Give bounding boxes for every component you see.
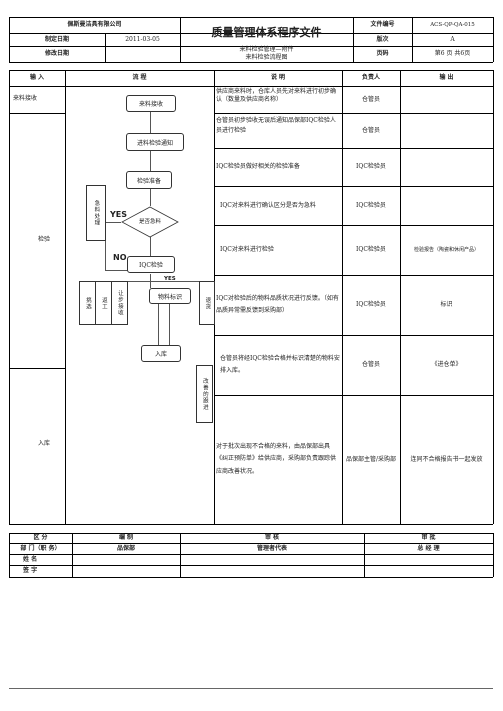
- flow-step-urgent-handling: 急料处理: [86, 185, 106, 241]
- footer-sign-label: 签 字: [23, 567, 38, 575]
- row-6-description: IQC对检验后的物料品质状况进行反馈。（如有品质异常需反馈到采购部）: [216, 295, 339, 314]
- row-8-owner: 品保部主管/采购部: [345, 455, 397, 463]
- row-6-output: 标识: [440, 301, 453, 309]
- row-7-output: 《进仓单》: [431, 361, 462, 369]
- company-name: 佩斯曼洁具有限公司: [67, 21, 122, 29]
- row-5-output: 检验报告（陶瓷和休闲产品）: [413, 246, 479, 253]
- row-1-description: 供应商来料时，仓库人员先对来料进行初步确认（数量及供应商名称）: [216, 88, 337, 103]
- col-header-owner: 负责人: [361, 74, 380, 82]
- footer-prepare-label: 编 制: [118, 534, 134, 542]
- decision-diamond-shape: [121, 206, 179, 238]
- flow-step-concession: 让步接收: [111, 281, 128, 325]
- flow-step-improvement: 改善的跟进: [196, 365, 213, 423]
- col-header-input: 输 入: [29, 74, 45, 82]
- footer-dept-review: 管理者代表: [256, 544, 287, 552]
- row-1-owner: 仓管员: [361, 95, 380, 103]
- flow-step-prepare: 检验准备: [126, 171, 172, 189]
- page-bottom-rule: [9, 688, 493, 689]
- row-4-owner: IQC检验员: [356, 201, 386, 209]
- footer-approve-label: 审 批: [421, 534, 436, 542]
- footer-name-label: 姓 名: [23, 555, 38, 563]
- version: A: [450, 35, 455, 43]
- row-3-description: IQC检验员做好相关的检验准备: [216, 163, 300, 171]
- flow-step-receive: 来料接收: [126, 95, 176, 112]
- issue-date-label: 制定日期: [44, 35, 69, 43]
- row-5-description: IQC对来料进行检验: [220, 246, 274, 254]
- flow-step-iqc: IQC检验: [127, 256, 175, 273]
- doc-number: ACS-QP-QA-015: [430, 21, 475, 28]
- row-8-description: 对于批次出现不合格的来料，由品保部出具《纠正预防单》给供应商，采购部负责跟踪供应…: [216, 442, 337, 475]
- document-title: 质量管理体系程序文件: [211, 25, 322, 39]
- page-label: 页码: [376, 50, 389, 58]
- footer-section-label: 区 分: [33, 534, 48, 542]
- input-inspection: 检验: [38, 236, 51, 243]
- row-7-owner: 仓管员: [361, 361, 380, 369]
- footer-dept-label: 部 门（职 务）: [20, 544, 61, 552]
- row-5-owner: IQC检验员: [356, 246, 386, 254]
- page-number: 第6 页 共6页: [434, 50, 471, 58]
- input-receiving: 来料接收: [13, 95, 38, 102]
- subject-line-2: 来料检验流程图: [245, 54, 288, 62]
- footer-review-label: 审 核: [264, 534, 280, 542]
- footer-dept-prepare: 品保部: [116, 544, 135, 552]
- flow-decision-urgent: 是否急料: [121, 206, 179, 238]
- flow-label-yes-2: YES: [164, 276, 176, 282]
- row-8-output: 连同不合格报告书一起发放: [410, 455, 483, 463]
- input-warehouse: 入库: [38, 440, 51, 447]
- version-label: 版次: [376, 35, 389, 43]
- row-7-description: 仓管员将经IQC检验合格并标识清楚的物料安排入库。: [220, 355, 340, 374]
- subject-line-1: 来料检验管理—附件: [239, 46, 294, 54]
- issue-date: 2011-03-05: [125, 35, 160, 43]
- row-2-description: 仓管员初步验收无误后通知品保部IQC检验人员进行检验: [216, 117, 336, 135]
- col-header-process: 流 程: [132, 74, 147, 82]
- footer-dept-approve: 总 经 理: [417, 544, 440, 552]
- decision-label: 是否急料: [138, 218, 161, 225]
- row-6-owner: IQC检验员: [356, 301, 386, 309]
- flow-step-storage: 入库: [141, 345, 181, 362]
- flow-label-yes-1: YES: [110, 210, 128, 219]
- flow-step-return: 退货: [199, 281, 215, 325]
- row-2-owner: 仓管员: [361, 126, 380, 134]
- revise-date-label: 修改日期: [44, 50, 69, 58]
- row-3-owner: IQC检验员: [356, 163, 386, 171]
- col-header-output: 输 出: [439, 74, 454, 82]
- flow-step-rework: 返工: [95, 281, 112, 325]
- flow-step-label: 物料标识: [149, 288, 191, 304]
- row-4-description: IQC对来料进行确认区分是否为急料: [220, 201, 316, 209]
- flow-step-notify: 进料检验通知: [126, 133, 184, 151]
- flow-label-no: NO: [113, 253, 127, 262]
- flow-step-pick: 挑选: [79, 281, 96, 325]
- doc-number-label: 文件编号: [370, 21, 395, 29]
- col-header-description: 说 明: [270, 74, 286, 82]
